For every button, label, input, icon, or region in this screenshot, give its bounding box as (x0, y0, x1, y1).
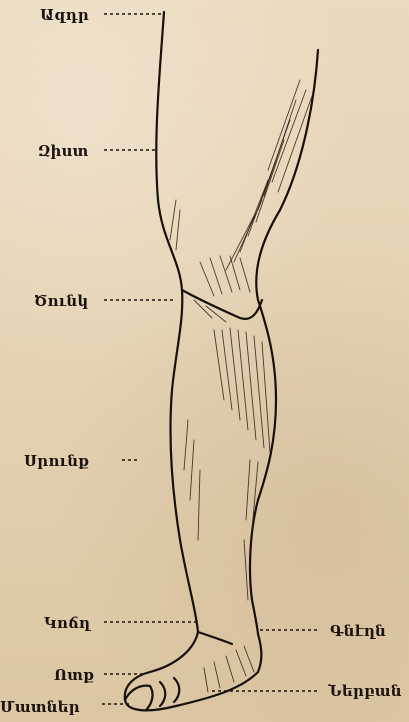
knee-shading (194, 256, 250, 322)
label-instep: Ներբան (327, 682, 402, 700)
label-shin: Սրունք (24, 452, 89, 470)
foot-shading (204, 646, 254, 692)
label-thigh: Ազդր (40, 6, 89, 24)
label-knee: Ծունկ (34, 292, 88, 310)
labels: Ազդր Զիստ Ծունկ Սրունք Կոճղ Գնէղն Ոտք Նե… (0, 6, 402, 716)
ankle-contour (198, 632, 232, 644)
label-sole: Ոտք (54, 666, 94, 684)
leg-illustration (125, 12, 318, 710)
label-hip: Զիստ (38, 142, 89, 160)
thigh-shading (170, 80, 312, 270)
label-ankle: Կոճղ (44, 614, 92, 632)
label-heel: Գնէղն (330, 622, 386, 640)
toes-contour (125, 678, 179, 710)
leader-lines (102, 14, 320, 704)
calf-shading (184, 328, 270, 600)
label-toes: Մատներ (0, 698, 80, 716)
